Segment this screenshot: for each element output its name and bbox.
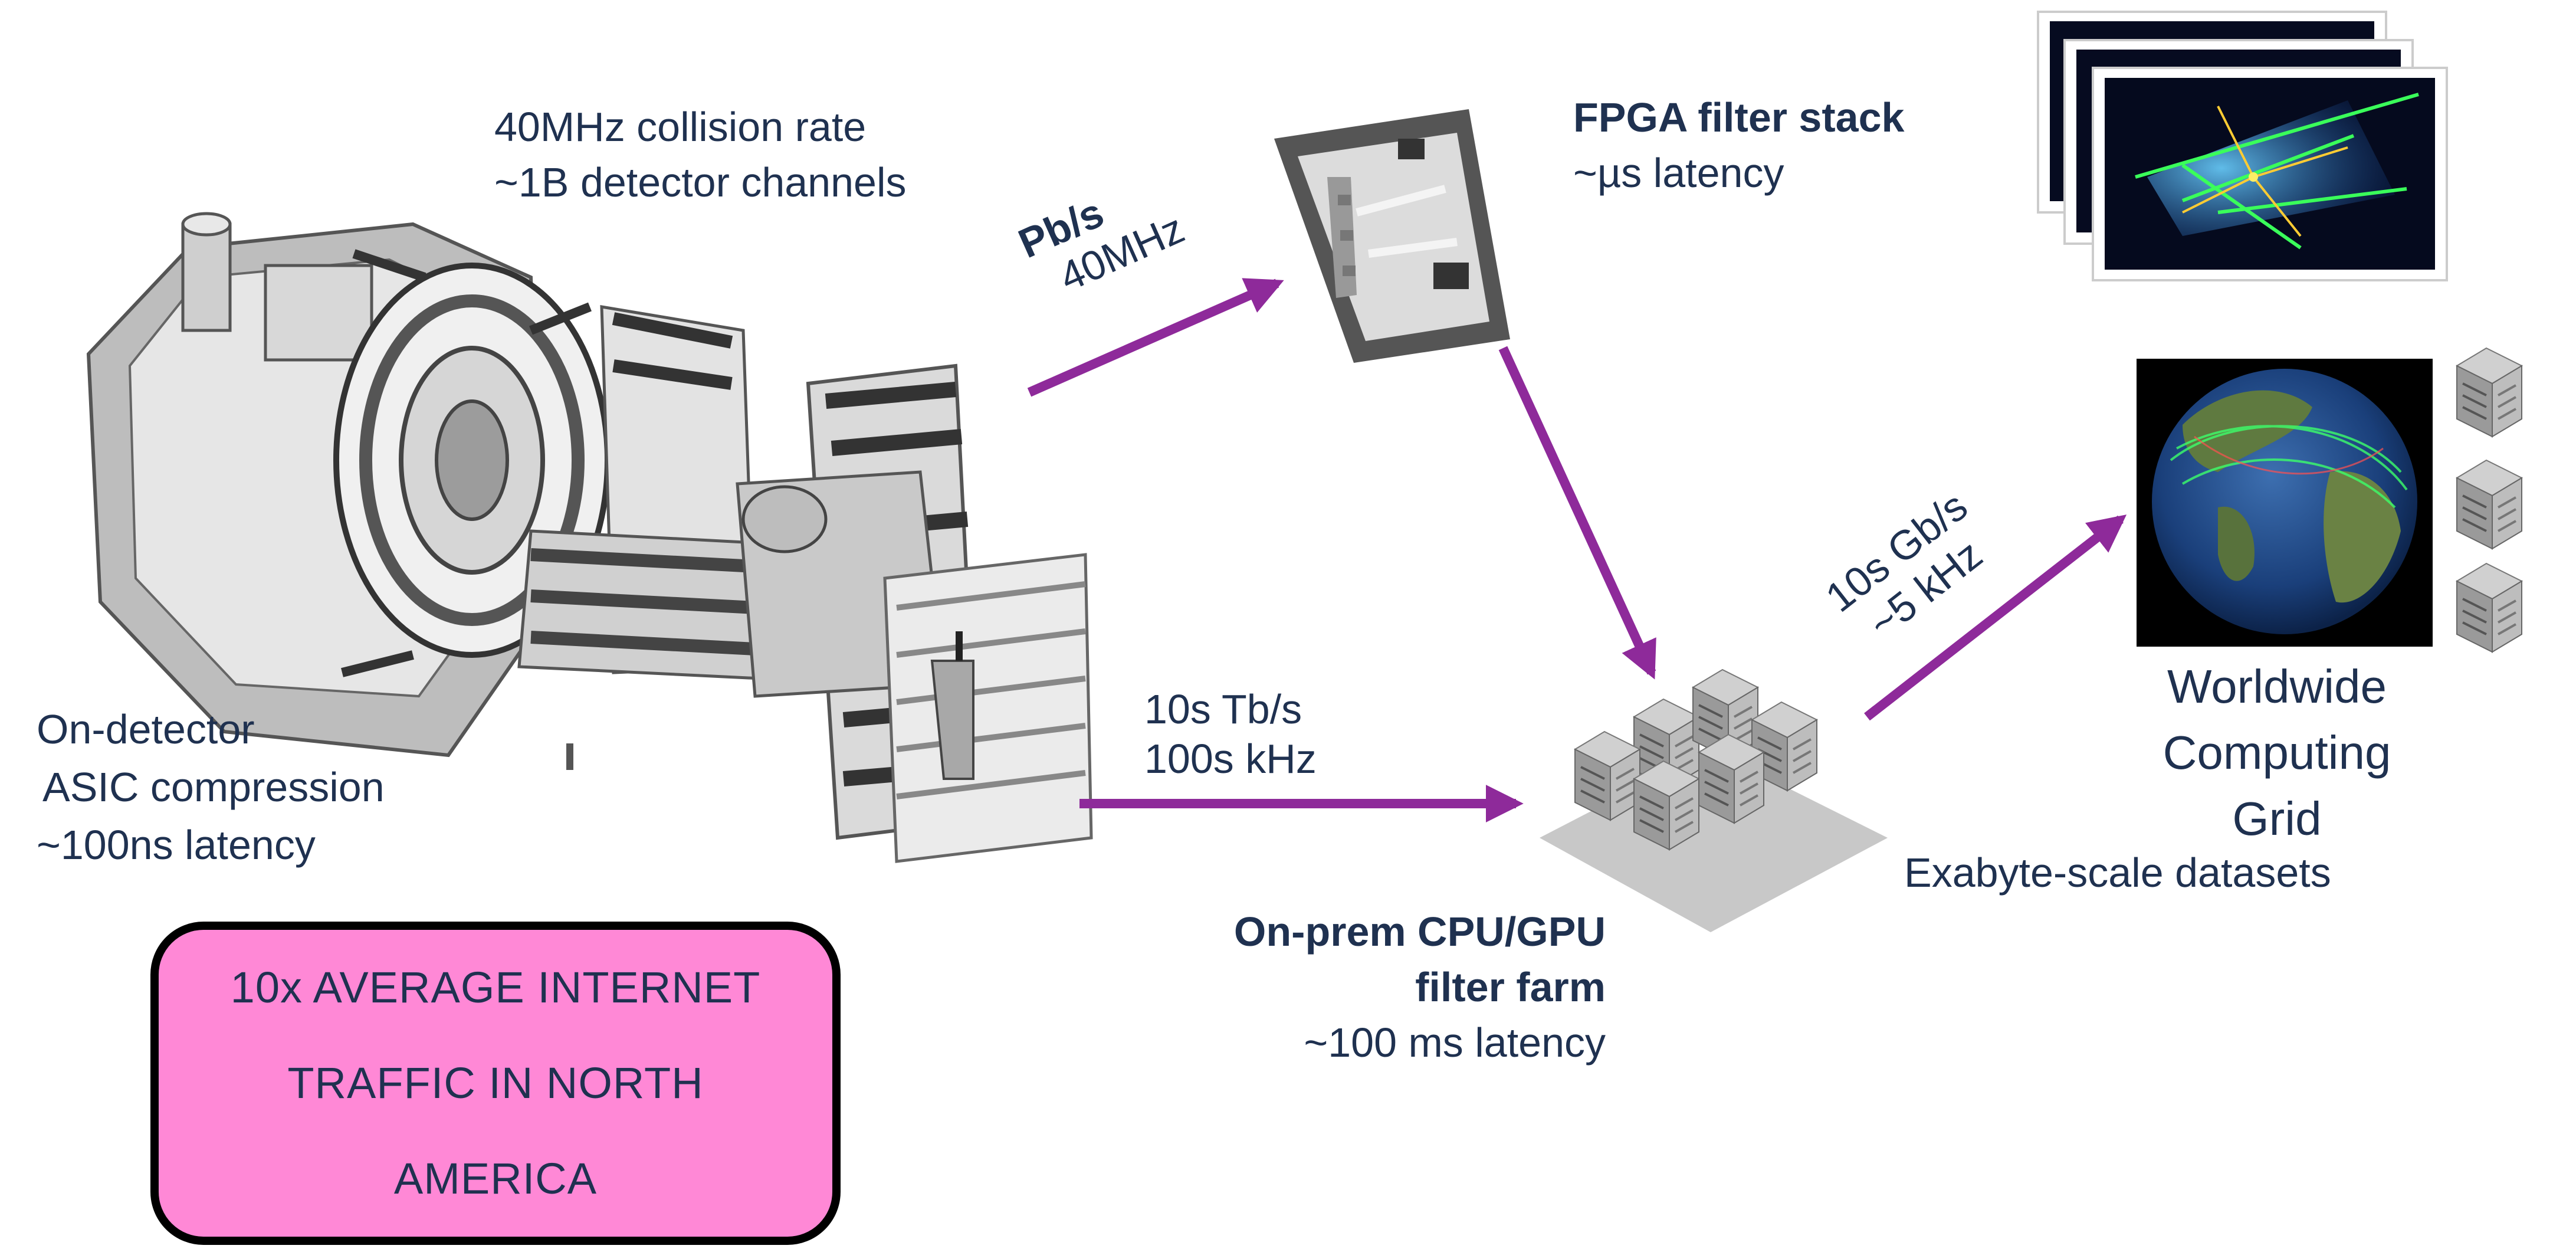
arrow-fpga-to-farm <box>1498 346 1656 680</box>
asic-line2: ASIC compression <box>42 764 385 810</box>
grid-label: Worldwide Computing Grid <box>2106 654 2448 852</box>
server-rack-cluster-icon <box>1540 668 1888 932</box>
fpga-label: FPGA filter stack ~µs latency <box>1573 90 1904 201</box>
farm-label: On-prem CPU/GPU filter farm ~100 ms late… <box>1156 904 1606 1070</box>
farm-latency: ~100 ms latency <box>1304 1020 1606 1066</box>
farm-frequency: 100s kHz <box>1144 736 1317 782</box>
cms-detector-exploded-icon <box>86 212 1093 863</box>
asic-line1: On-detector <box>37 706 255 752</box>
grid-title-line2: Computing <box>2162 726 2391 779</box>
fpga-latency: ~µs latency <box>1573 150 1784 196</box>
grid-title-line3: Grid <box>2232 792 2322 845</box>
arrow-detector-to-fpga <box>1027 278 1284 397</box>
tbs-rate: 10s Tb/s <box>1144 686 1302 732</box>
farm-arrow-label: 10s Tb/s 100s kHz <box>1144 684 1317 784</box>
collision-rate-text: 40MHz collision rate <box>494 104 867 150</box>
farm-title-line2: filter farm <box>1415 964 1606 1010</box>
arrow-farm-to-grid <box>1864 514 2127 721</box>
internet-traffic-callout: 10x AVERAGE INTERNET TRAFFIC IN NORTH AM… <box>150 922 841 1245</box>
detector-channels-text: ~1B detector channels <box>494 159 907 205</box>
datasets-label: Exabyte-scale datasets <box>1904 850 2331 896</box>
globe-network-icon <box>2137 359 2433 647</box>
asic-label: On-detector ASIC compression ~100ns late… <box>37 700 385 874</box>
detector-rate-label: 40MHz collision rate ~1B detector channe… <box>494 99 907 210</box>
server-cluster-icon <box>2456 347 2523 653</box>
data-flow-arrows <box>1027 278 2127 822</box>
collision-event-display-icon <box>2037 11 2448 281</box>
asic-latency: ~100ns latency <box>37 822 316 868</box>
farm-title-line1: On-prem CPU/GPU <box>1233 909 1606 955</box>
callout-line1: 10x AVERAGE INTERNET <box>230 963 761 1012</box>
fpga-chip-icon <box>1274 109 1510 363</box>
fpga-title: FPGA filter stack <box>1573 94 1905 140</box>
callout-line2: TRAFFIC IN NORTH <box>287 1058 704 1107</box>
callout-line3: AMERICA <box>393 1154 598 1203</box>
grid-title-line1: Worldwide <box>2167 660 2387 713</box>
